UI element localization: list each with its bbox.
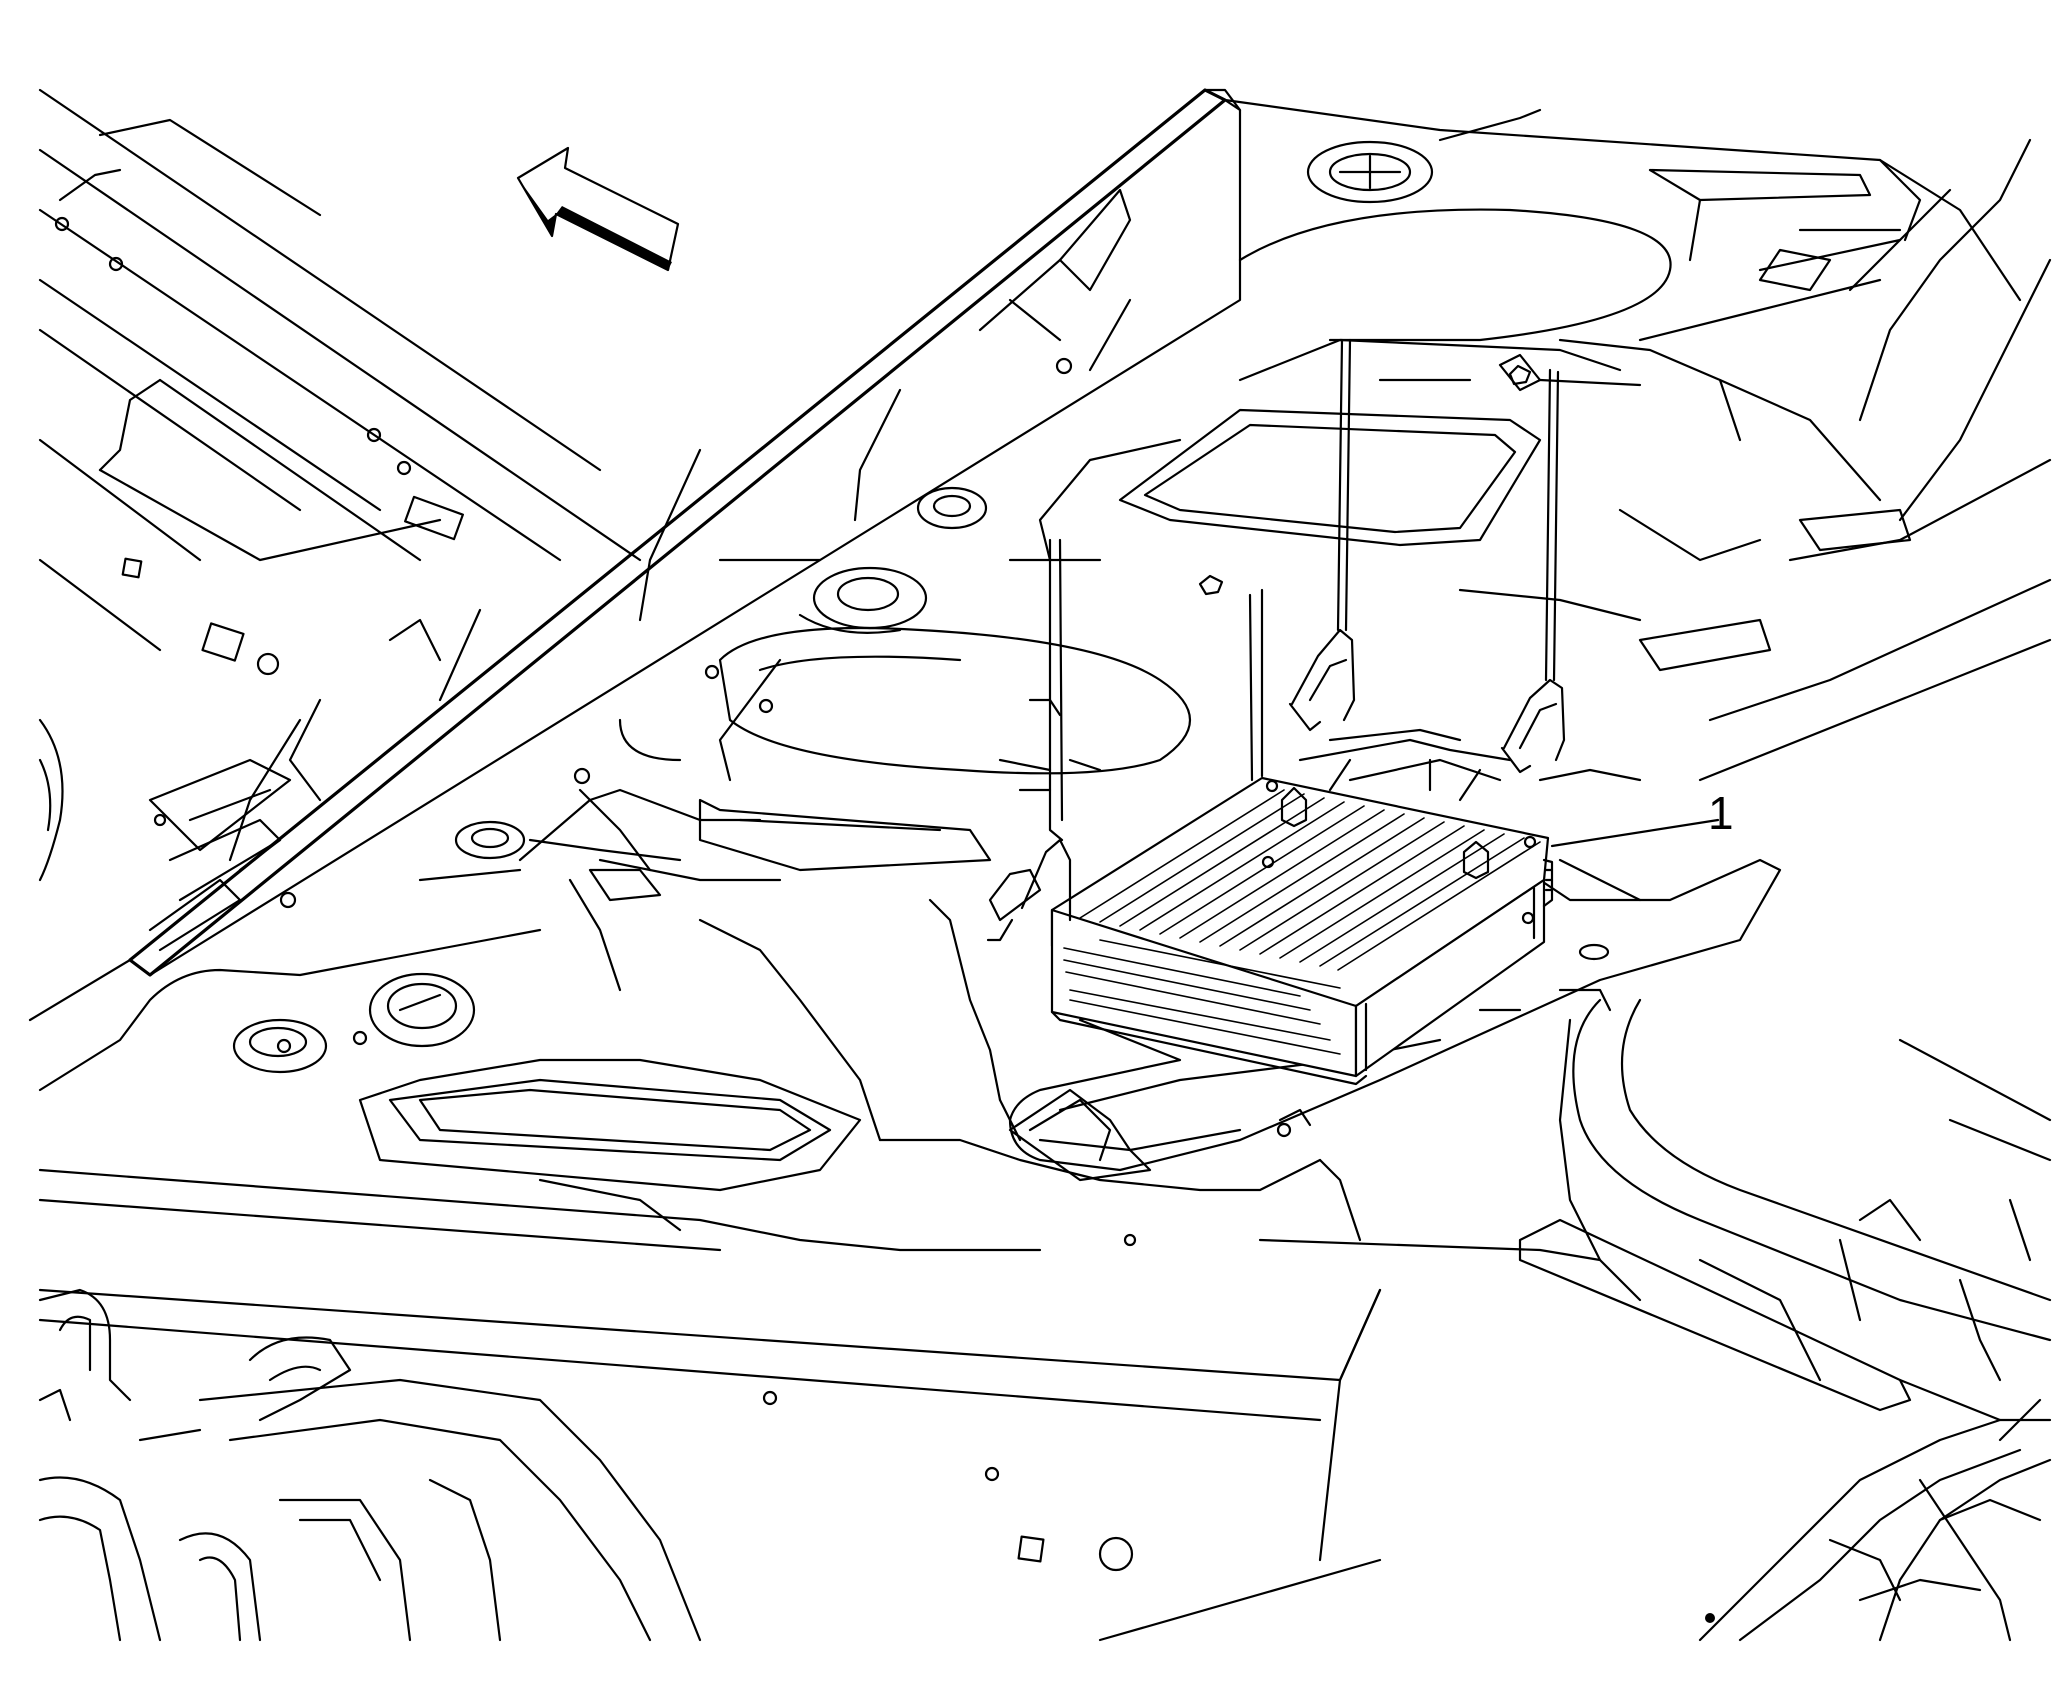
- amplifier-bracket: [1008, 858, 1782, 1172]
- spare-tire-well: [1223, 98, 2052, 522]
- lower-floor-pan: [38, 878, 1642, 1642]
- mounting-brackets: [986, 338, 1642, 942]
- left-upper-panel: [38, 88, 642, 882]
- middle-floor: [418, 486, 1192, 902]
- upper-floor-openings: [1038, 338, 2052, 782]
- right-wheelhouse: [1518, 998, 2052, 1642]
- amplifier-module: [1050, 776, 1554, 1086]
- callout-1-label: 1: [1708, 787, 1734, 839]
- callout-1-leader: [1550, 818, 1720, 848]
- forward-arrow-icon: [516, 146, 680, 272]
- exhaust-tubes: [38, 1288, 702, 1642]
